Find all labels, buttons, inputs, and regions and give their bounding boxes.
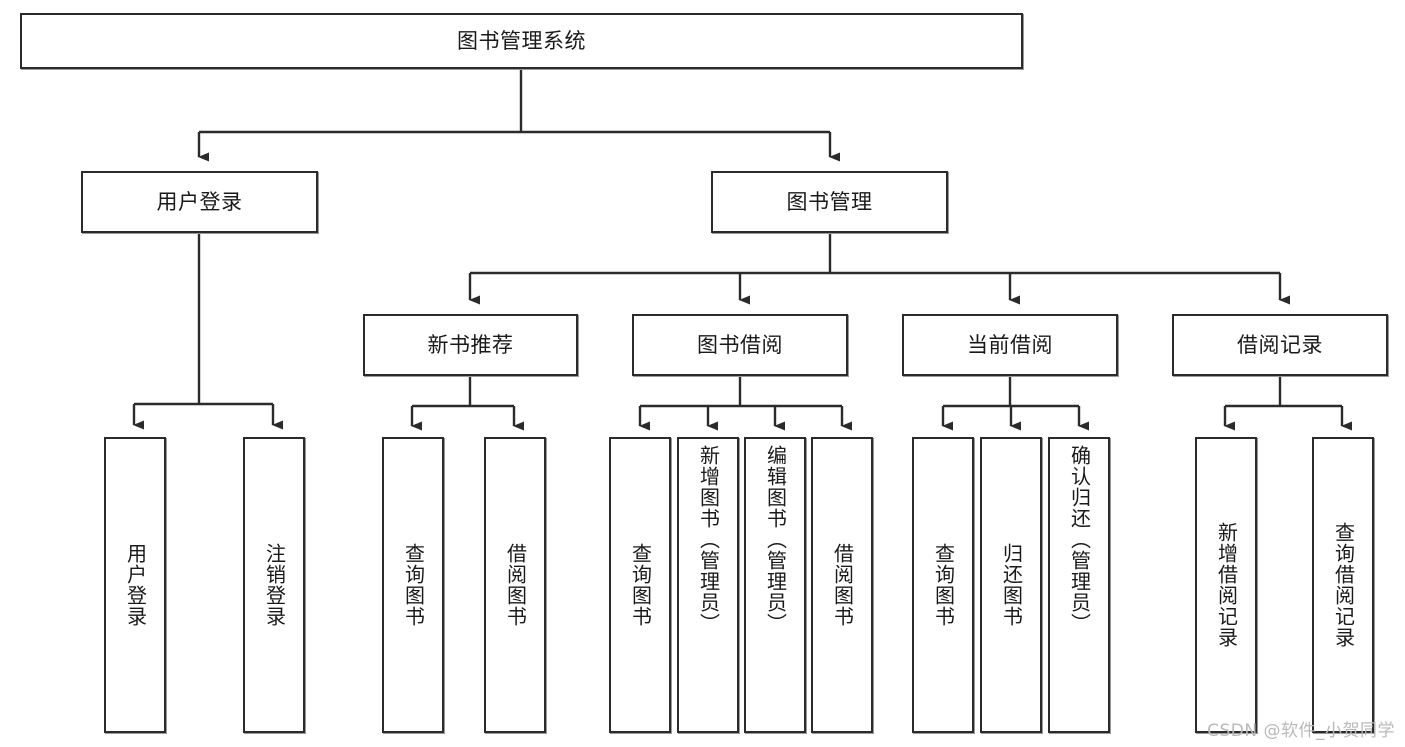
node-leaf-query-book-current[interactable]: 查询图书	[912, 437, 974, 733]
node-label: 图书借阅	[697, 332, 783, 357]
node-new-book-recommend[interactable]: 新书推荐	[363, 314, 578, 376]
node-leaf-query-book-recommend[interactable]: 查询图书	[382, 437, 444, 733]
node-label: 借阅记录	[1237, 332, 1323, 357]
node-label: 编辑图书（管理员）	[763, 445, 788, 634]
node-label: 查询图书	[628, 543, 653, 627]
node-label: 查询图书	[931, 543, 956, 627]
watermark-text: CSDN @软件_小贺同学	[1207, 721, 1395, 741]
node-label: 查询借阅记录	[1331, 522, 1356, 648]
node-label: 图书管理	[786, 189, 873, 214]
node-leaf-add-book[interactable]: 新增图书（管理员）	[677, 437, 739, 733]
node-label: 图书管理系统	[457, 28, 586, 53]
node-current-borrow[interactable]: 当前借阅	[902, 314, 1118, 376]
node-label: 新增借阅记录	[1214, 522, 1239, 648]
node-book-borrow[interactable]: 图书借阅	[632, 314, 848, 376]
node-label: 新书推荐	[427, 332, 514, 357]
node-leaf-add-borrow-record[interactable]: 新增借阅记录	[1195, 437, 1257, 733]
node-label: 用户登录	[123, 543, 148, 627]
node-label: 确认归还（管理员）	[1067, 445, 1092, 634]
node-label: 归还图书	[999, 543, 1024, 627]
node-leaf-borrow-book-recommend[interactable]: 借阅图书	[484, 437, 546, 733]
node-leaf-return-book[interactable]: 归还图书	[980, 437, 1042, 733]
node-leaf-borrow-book-borrow[interactable]: 借阅图书	[811, 437, 873, 733]
node-borrow-record[interactable]: 借阅记录	[1172, 314, 1388, 376]
node-leaf-query-borrow-record[interactable]: 查询借阅记录	[1312, 437, 1374, 733]
node-label: 借阅图书	[503, 543, 528, 627]
node-label: 查询图书	[401, 543, 426, 627]
node-leaf-edit-book[interactable]: 编辑图书（管理员）	[744, 437, 806, 733]
node-leaf-query-book-borrow[interactable]: 查询图书	[609, 437, 671, 733]
node-label: 借阅图书	[830, 543, 855, 627]
node-label: 当前借阅	[967, 332, 1053, 357]
node-leaf-confirm-return[interactable]: 确认归还（管理员）	[1048, 437, 1110, 733]
node-leaf-logout[interactable]: 注销登录	[243, 437, 305, 733]
node-book-manage[interactable]: 图书管理	[711, 171, 948, 233]
node-user-login[interactable]: 用户登录	[81, 171, 318, 233]
node-leaf-user-login[interactable]: 用户登录	[104, 437, 166, 733]
node-label: 注销登录	[262, 543, 287, 627]
node-label: 新增图书（管理员）	[696, 445, 721, 634]
node-label: 用户登录	[156, 189, 243, 214]
node-root-system[interactable]: 图书管理系统	[20, 13, 1023, 69]
